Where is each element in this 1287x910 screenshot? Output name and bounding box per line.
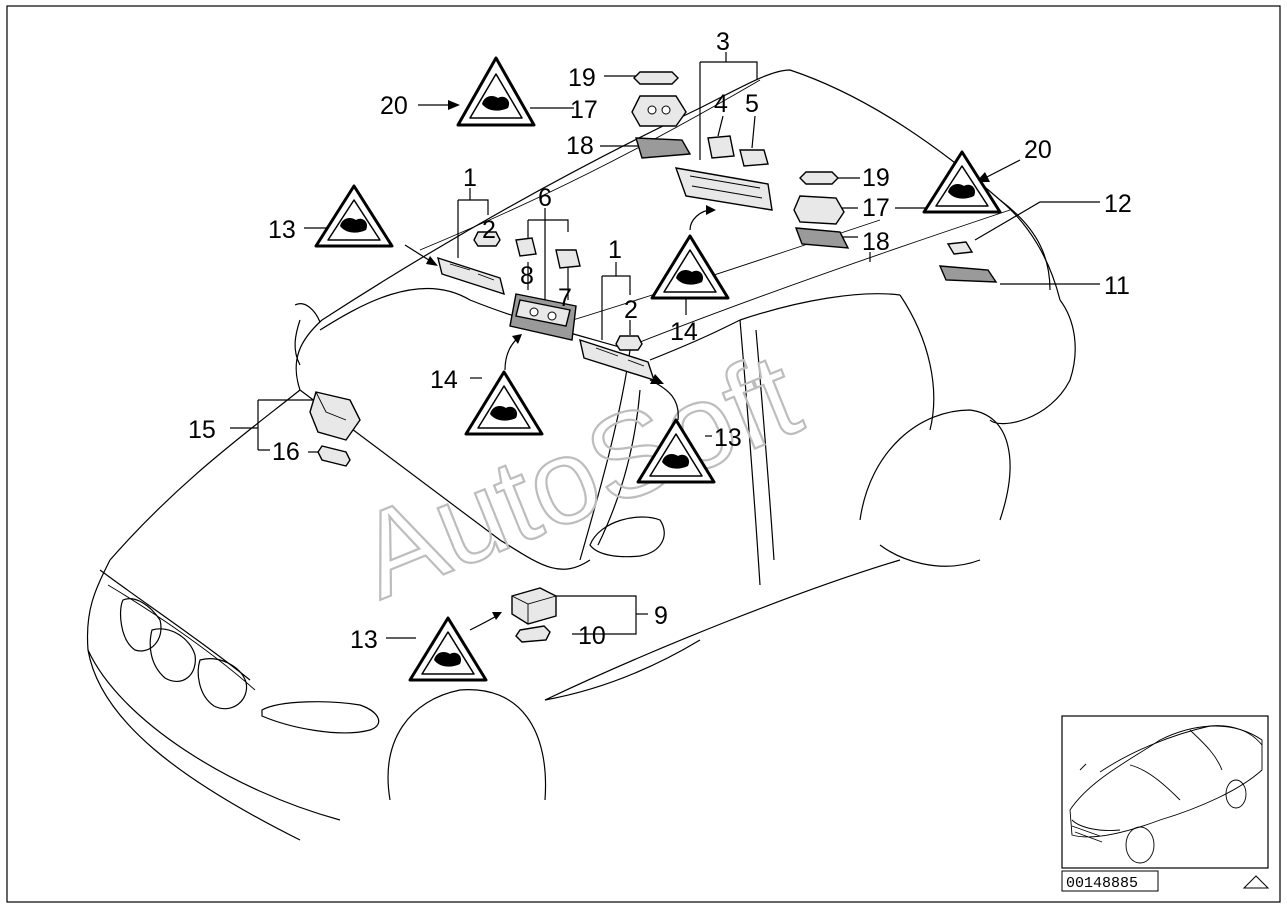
- callout-label: 13: [268, 216, 296, 244]
- inset-thumbnail: [1061, 715, 1269, 869]
- warning-icon: [456, 56, 536, 127]
- bulb-16: [317, 445, 351, 467]
- callout-label: 14: [430, 366, 458, 394]
- lamp-9: [511, 587, 557, 625]
- warning-triangles: [314, 56, 1002, 682]
- callout-label: 19: [862, 164, 890, 192]
- warning-icon: [650, 234, 730, 300]
- callout-labels: 3 19 20 17 4 5 18 20 19 17 1 6 13 2 12 1…: [188, 28, 1132, 654]
- callout-label: 18: [566, 132, 594, 160]
- callout-label: 7: [558, 284, 572, 312]
- callout-label: 20: [380, 92, 408, 120]
- warning-icon: [636, 418, 716, 484]
- warning-icon: [464, 370, 544, 436]
- diagram-border: [6, 5, 1281, 903]
- housing-6: [509, 293, 577, 341]
- callout-label: 3: [716, 28, 730, 56]
- lens-18-right: [794, 227, 850, 249]
- callout-label: 9: [654, 602, 668, 630]
- lamp-17-right: [793, 195, 845, 225]
- vehicle-outline: [86, 69, 1076, 841]
- callout-label: 18: [862, 228, 890, 256]
- bulb-7: [555, 249, 581, 269]
- callout-label: 20: [1024, 136, 1052, 164]
- lamp-17-top: [631, 95, 687, 127]
- callout-label: 11: [1104, 272, 1130, 300]
- callout-label: 19: [568, 64, 596, 92]
- callout-label: 14: [670, 318, 698, 346]
- svg-text:AutoSoft: AutoSoft: [340, 327, 817, 624]
- bulb-19-top: [633, 71, 679, 85]
- image-id-label: 00148885: [1061, 870, 1159, 892]
- callout-label: 10: [578, 622, 606, 650]
- housing-3: [674, 167, 773, 211]
- lamp-15: [309, 391, 361, 441]
- callout-label: 16: [272, 438, 300, 466]
- lamp-1-left: [437, 256, 505, 296]
- socket-4: [707, 135, 735, 159]
- svg-text:00148885: 00148885: [1066, 875, 1138, 892]
- parts: [309, 71, 998, 643]
- warning-icon: [408, 616, 488, 682]
- callout-label: 13: [714, 424, 742, 452]
- socket-8: [515, 237, 537, 257]
- bulb-2-right: [615, 335, 643, 351]
- lens-18-top: [635, 137, 692, 159]
- bulb-10: [515, 625, 551, 643]
- callout-label: 5: [745, 90, 759, 118]
- callout-label: 15: [188, 416, 216, 444]
- lamp-1-right: [579, 338, 656, 382]
- bulb-19-right: [799, 171, 839, 185]
- warning-icon: [314, 184, 394, 248]
- callout-label: 8: [520, 262, 534, 290]
- bulb-12: [946, 241, 974, 255]
- callout-label: 4: [714, 90, 728, 118]
- callout-label: 1: [608, 236, 622, 264]
- callout-label: 17: [862, 194, 890, 222]
- bulb-5: [739, 149, 769, 167]
- bulb-2-left: [473, 231, 501, 247]
- corner-triangle-icon: [1242, 875, 1270, 889]
- lamp-11: [938, 265, 998, 283]
- callout-label: 1: [463, 164, 477, 192]
- callout-label: 13: [350, 626, 378, 654]
- callout-label: 17: [570, 96, 598, 124]
- callout-label: 6: [538, 184, 552, 212]
- warning-icon: [922, 150, 1002, 214]
- callout-label: 12: [1104, 190, 1132, 218]
- watermark: AutoSoft: [338, 326, 817, 625]
- callout-label: 2: [482, 216, 496, 244]
- callout-label: 2: [624, 296, 638, 324]
